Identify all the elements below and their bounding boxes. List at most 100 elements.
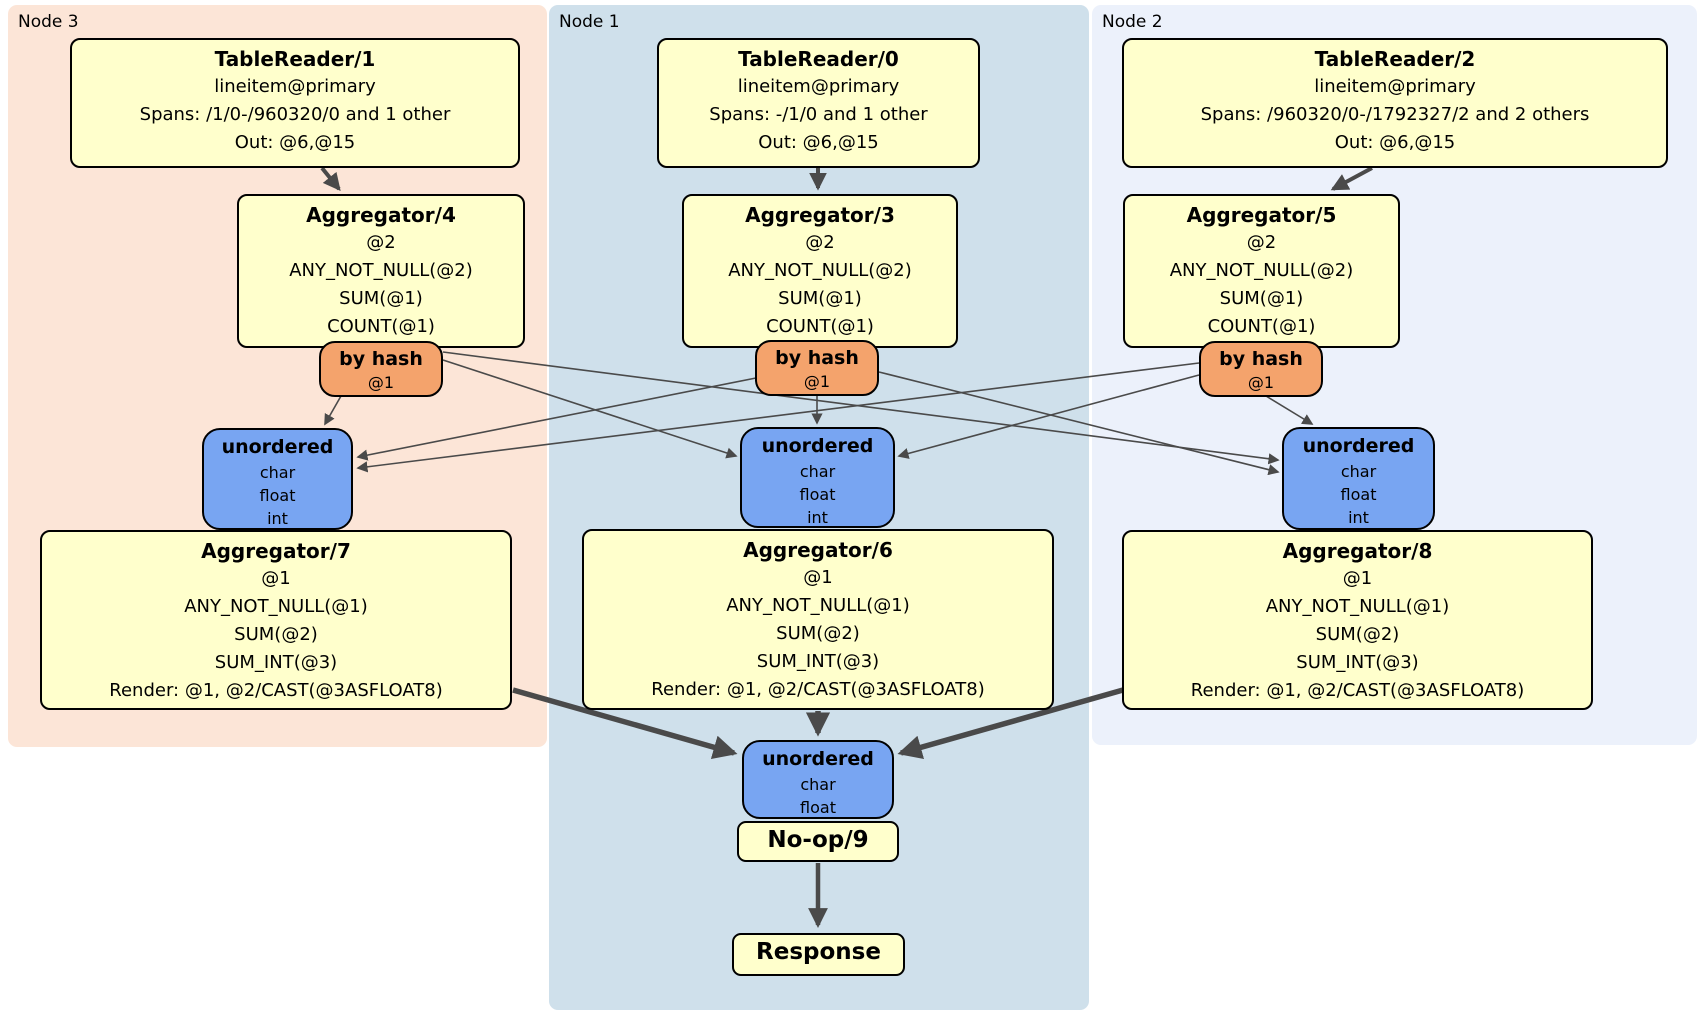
flow-edge — [1265, 395, 1314, 425]
processor-aggregator-8: Aggregator/8 @1 ANY_NOT_NULL(@1) SUM(@2)… — [1122, 530, 1593, 710]
flow-edge — [897, 374, 1200, 459]
router-line: @1 — [803, 372, 831, 391]
box-title: Aggregator/3 — [745, 203, 895, 227]
box-line: SUM(@2) — [1315, 624, 1400, 645]
response-box: Response — [732, 933, 905, 976]
box-line: COUNT(@1) — [766, 316, 874, 337]
processor-tablereader-1: TableReader/1 lineitem@primary Spans: /1… — [70, 38, 520, 168]
box-line: Render: @1, @2/CAST(@3ASFLOAT8) — [1190, 680, 1525, 701]
box-title: Aggregator/6 — [743, 538, 893, 562]
box-line: Render: @1, @2/CAST(@3ASFLOAT8) — [109, 680, 443, 701]
box-line: @1 — [261, 568, 291, 589]
processor-aggregator-5: Aggregator/5 @2 ANY_NOT_NULL(@2) SUM(@1)… — [1123, 194, 1400, 348]
sync-line: char — [259, 463, 296, 482]
sync-line: char — [799, 462, 836, 481]
processor-aggregator-3: Aggregator/3 @2 ANY_NOT_NULL(@2) SUM(@1)… — [682, 194, 958, 348]
box-line: SUM(@2) — [776, 623, 860, 644]
processor-noop-9: No-op/9 — [737, 821, 899, 862]
box-line: lineitem@primary — [737, 76, 900, 97]
flow-edge — [320, 166, 341, 192]
router-by-hash-node2: by hash @1 — [1199, 341, 1323, 397]
box-title: TableReader/2 — [1314, 47, 1476, 71]
router-title: by hash — [1219, 348, 1303, 370]
flow-edge — [897, 687, 1124, 760]
box-line: ANY_NOT_NULL(@1) — [1265, 596, 1450, 617]
router-by-hash-node1: by hash @1 — [755, 340, 879, 396]
sync-line: float — [259, 486, 296, 505]
processor-aggregator-4: Aggregator/4 @2 ANY_NOT_NULL(@2) SUM(@1)… — [237, 194, 525, 348]
box-line: SUM_INT(@3) — [214, 652, 338, 673]
sync-unordered-node3: unordered char float int — [202, 428, 353, 530]
flow-edge — [878, 371, 1280, 476]
router-by-hash-node3: by hash @1 — [319, 341, 443, 397]
flow-edge — [1330, 166, 1373, 191]
sync-line: char — [1340, 462, 1377, 481]
box-line: Out: @6,@15 — [234, 132, 356, 153]
box-line: Spans: -/1/0 and 1 other — [709, 104, 928, 125]
sync-line: int — [267, 509, 288, 528]
sync-line: float — [800, 798, 836, 817]
box-line: SUM(@1) — [778, 288, 862, 309]
box-line: ANY_NOT_NULL(@2) — [1169, 260, 1354, 281]
box-line: COUNT(@1) — [1207, 316, 1316, 337]
router-line: @1 — [367, 373, 395, 392]
processor-tablereader-2: TableReader/2 lineitem@primary Spans: /9… — [1122, 38, 1668, 168]
box-line: ANY_NOT_NULL(@1) — [726, 595, 910, 616]
sync-unordered-final: unordered char float — [742, 740, 894, 819]
flow-edge — [324, 395, 342, 426]
flow-edge — [512, 687, 738, 759]
node1-label: Node 1 — [559, 12, 620, 32]
box-line: SUM_INT(@3) — [1296, 652, 1419, 673]
box-line: lineitem@primary — [214, 76, 376, 97]
box-title: TableReader/1 — [214, 47, 376, 71]
sync-line: int — [807, 508, 828, 527]
sync-title: unordered — [762, 748, 874, 770]
box-title: No-op/9 — [767, 827, 869, 853]
box-line: Out: @6,@15 — [1334, 132, 1456, 153]
router-line: @1 — [1247, 373, 1275, 392]
box-title: TableReader/0 — [738, 47, 899, 71]
box-line: lineitem@primary — [1314, 76, 1476, 97]
sync-title: unordered — [221, 436, 334, 458]
box-line: COUNT(@1) — [327, 316, 435, 337]
router-title: by hash — [775, 347, 859, 369]
sync-title: unordered — [761, 435, 874, 457]
flow-edge — [356, 377, 757, 461]
box-line: Out: @6,@15 — [758, 132, 879, 153]
sync-line: float — [1340, 485, 1377, 504]
box-line: Spans: /1/0-/960320/0 and 1 other — [139, 104, 451, 125]
box-line: @1 — [1342, 568, 1373, 589]
sync-line: char — [800, 775, 836, 794]
processor-aggregator-6: Aggregator/6 @1 ANY_NOT_NULL(@1) SUM(@2)… — [582, 529, 1054, 710]
box-line: ANY_NOT_NULL(@1) — [184, 596, 368, 617]
box-line: SUM(@2) — [234, 624, 318, 645]
sync-unordered-node2: unordered char float int — [1282, 427, 1435, 530]
router-title: by hash — [339, 348, 423, 370]
box-line: @1 — [803, 567, 833, 588]
box-line: Spans: /960320/0-/1792327/2 and 2 others — [1200, 104, 1590, 125]
box-line: @2 — [1246, 232, 1277, 253]
box-line: @2 — [805, 232, 835, 253]
node2-label: Node 2 — [1102, 12, 1163, 32]
flow-edge — [356, 362, 1200, 473]
sync-title: unordered — [1302, 435, 1415, 457]
box-line: SUM(@1) — [1219, 288, 1304, 309]
sync-line: int — [1348, 508, 1369, 527]
box-line: Render: @1, @2/CAST(@3ASFLOAT8) — [651, 679, 985, 700]
box-title: Aggregator/7 — [201, 539, 351, 563]
box-title: Aggregator/5 — [1186, 203, 1337, 227]
box-line: ANY_NOT_NULL(@2) — [289, 260, 473, 281]
box-line: ANY_NOT_NULL(@2) — [728, 260, 912, 281]
flow-edge — [442, 359, 738, 459]
box-line: SUM(@1) — [339, 288, 423, 309]
processor-aggregator-7: Aggregator/7 @1 ANY_NOT_NULL(@1) SUM(@2)… — [40, 530, 512, 710]
processor-tablereader-0: TableReader/0 lineitem@primary Spans: -/… — [657, 38, 980, 168]
box-title: Aggregator/4 — [306, 203, 456, 227]
node3-label: Node 3 — [18, 12, 79, 32]
box-title: Response — [756, 939, 881, 965]
box-line: @2 — [366, 232, 396, 253]
box-line: SUM_INT(@3) — [756, 651, 880, 672]
sync-unordered-node1: unordered char float int — [740, 427, 895, 528]
